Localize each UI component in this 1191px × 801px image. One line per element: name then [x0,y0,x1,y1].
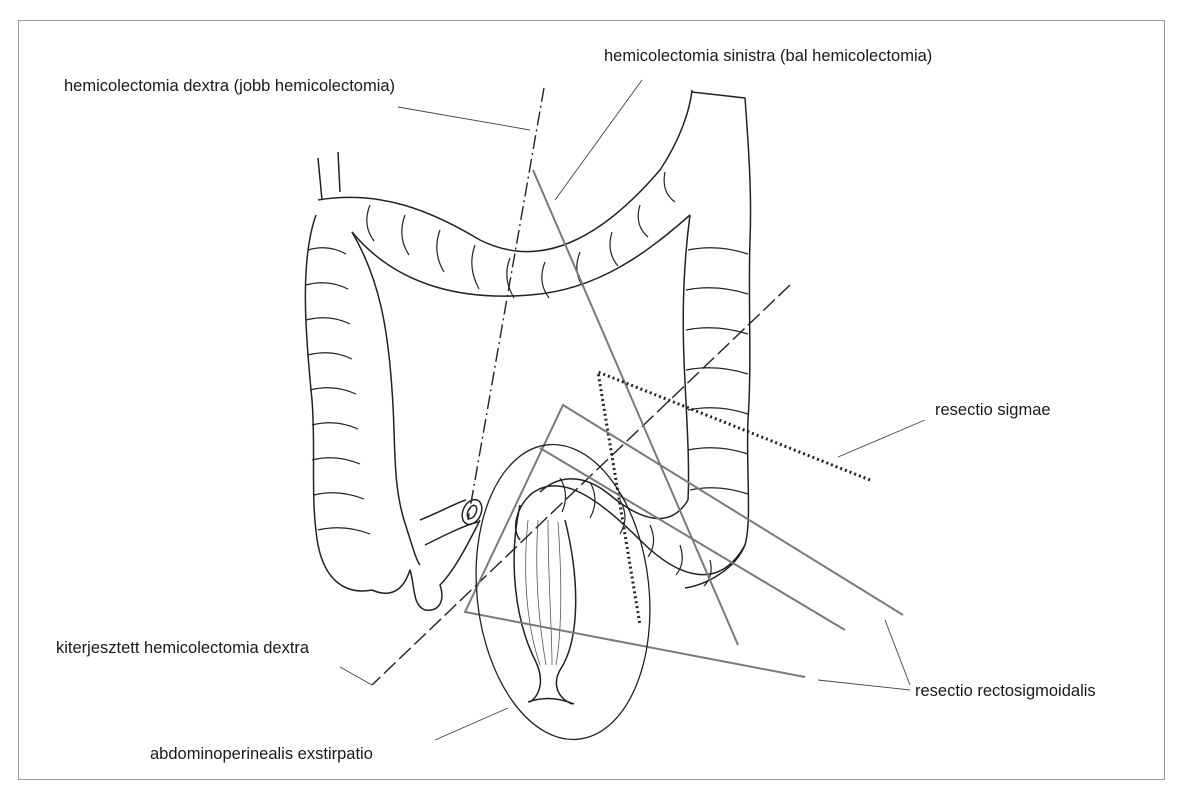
label-hemicolectomia-dextra: hemicolectomia dextra (jobb hemicolectom… [64,77,396,95]
leader-sigmae [837,419,926,458]
ascending-colon [304,214,421,592]
rectum [513,504,577,705]
leader-sinistra [554,79,643,201]
label-abdominoperinealis-exstirpatio: abdominoperinealis exstirpatio [150,745,373,763]
ileum-top [317,151,341,201]
ileum-stump [461,498,483,526]
cecum-appendix [371,519,481,611]
line-hemicolectomia-dextra [467,87,545,521]
label-hemicolectomia-sinistra: hemicolectomia sinistra (bal hemicolecto… [604,47,933,65]
leader-abdomino [434,707,509,741]
line-rectosigmoidalis-2 [539,447,846,631]
figure-frame [18,20,1165,780]
leader-dextra [397,106,531,131]
ellipse-abdominoperinealis [475,443,651,741]
leader-kiterj [339,666,373,686]
resection-lines [371,87,904,741]
transverse-colon [317,89,693,297]
line-rectosigmoidalis-1 [463,403,904,678]
leader-recto-2 [817,679,911,691]
descending-haustra [685,247,749,495]
colon-illustration [304,89,752,705]
label-kiterjesztett-hemicolectomia-dextra: kiterjesztett hemicolectomia dextra [56,639,310,657]
line-kiterjesztett-hemicolectomia [371,284,791,686]
leader-recto-1 [884,619,911,686]
label-resectio-rectosigmoidalis: resectio rectosigmoidalis [915,682,1096,700]
sigmoid-colon [514,478,746,576]
rectum-striations [525,519,562,666]
ascending-haustra [305,247,371,535]
line-hemicolectomia-sinistra [532,169,739,646]
sigmoid-haustra [559,477,712,587]
leader-lines [339,79,926,741]
label-resectio-sigmae: resectio sigmae [935,401,1051,419]
